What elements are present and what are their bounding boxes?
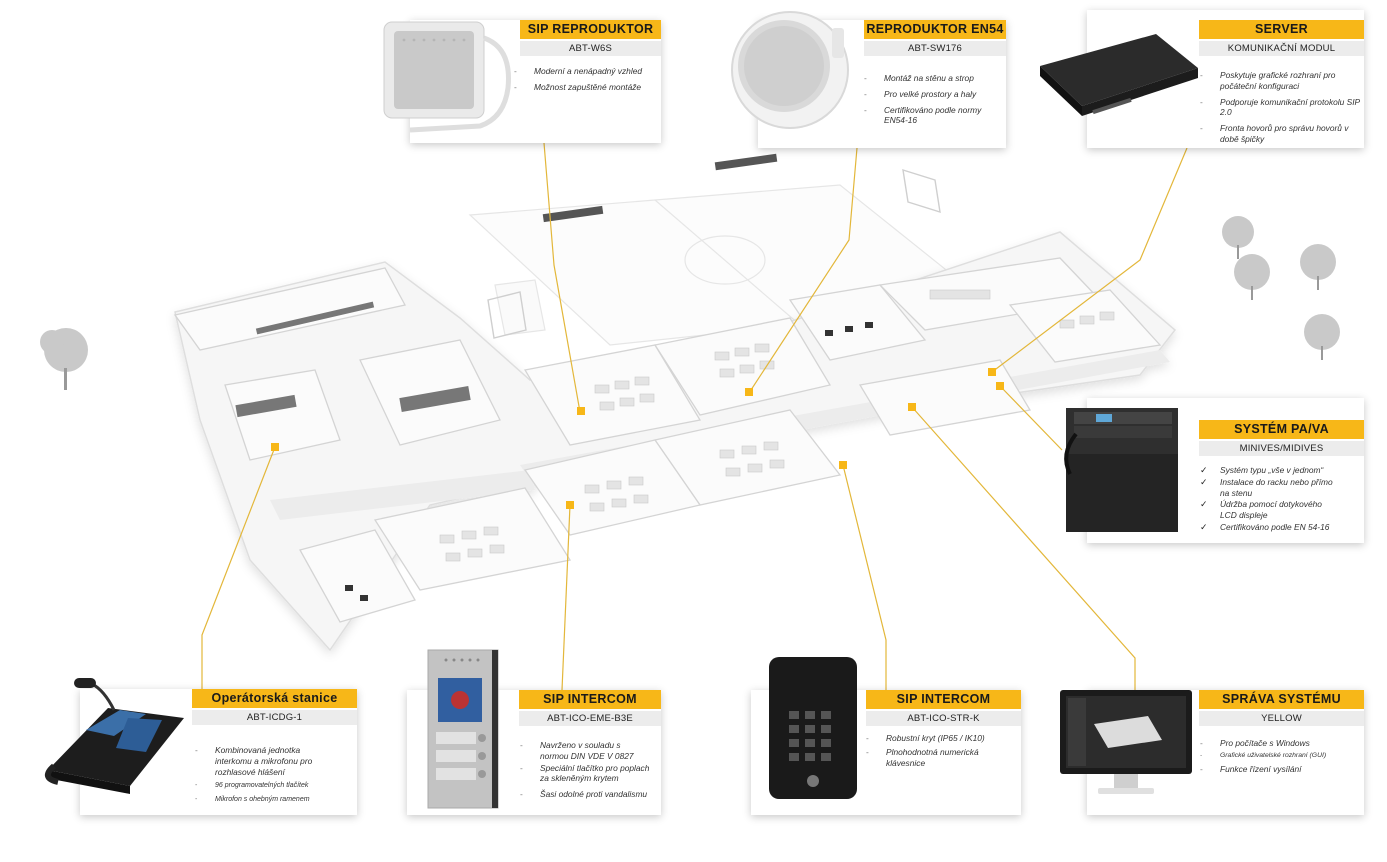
trees xyxy=(40,216,1340,390)
feature-list: Moderní a nenápadný vzhled Možnost zapuš… xyxy=(514,66,654,98)
feature: Podporuje komunikační protokolu SIP 2.0 xyxy=(1200,97,1360,119)
card-title: SIP REPRODUKTOR xyxy=(520,20,661,39)
feature: Kombinovaná jednotka interkomu a mikrofo… xyxy=(195,745,325,777)
pa-rack-icon xyxy=(1064,408,1178,532)
card-model: ABT-SW176 xyxy=(864,41,1006,56)
classroom-desks xyxy=(439,289,1115,562)
feature: Certifikováno podle normy EN54-16 xyxy=(864,105,1004,127)
feature: Šasi odolné proti vandalismu xyxy=(520,789,650,800)
card-model: ABT-ICO-EME-B3E xyxy=(519,711,661,726)
feature: Grafické uživatelské rozhraní (GUI) xyxy=(1200,752,1360,761)
feature: Robustní kryt (IP65 / IK10) xyxy=(866,733,1016,744)
feature: Funkce řízení vysílání xyxy=(1200,764,1360,775)
intercom-panel-icon xyxy=(427,649,499,809)
connector-markers xyxy=(271,368,1004,509)
card-title: SIP INTERCOM xyxy=(866,690,1021,709)
feature: Údržba pomocí dotykového LCD displeje xyxy=(1200,499,1340,521)
card-title: REPRODUKTOR EN54 xyxy=(864,20,1006,39)
card-model: KOMUNIKAČNÍ MODUL xyxy=(1199,41,1364,56)
rooms xyxy=(173,257,1162,623)
lockers xyxy=(235,301,471,418)
feature: Poskytuje grafické rozhraní pro počátečn… xyxy=(1200,70,1360,92)
feature: Možnost zapuštěné montáže xyxy=(514,82,654,93)
feature-list: Systém typu „vše v jednom“ Instalace do … xyxy=(1200,465,1340,538)
feature-list: Pro počítače s Windows Grafické uživatel… xyxy=(1200,738,1360,780)
feature: Plnohodnotná numerická klávesnice xyxy=(866,747,1016,769)
computer-desks xyxy=(345,322,873,601)
card-model: ABT-ICO-STR-K xyxy=(866,711,1021,726)
benches xyxy=(542,153,778,223)
card-model: ABT-ICDG-1 xyxy=(192,710,357,725)
connector-lines xyxy=(201,142,1188,696)
card-title: Operátorská stanice xyxy=(192,689,357,708)
feature: Instalace do racku nebo přímo na stenu xyxy=(1200,477,1340,499)
card-model: ABT-W6S xyxy=(520,41,661,56)
card-title: SIP INTERCOM xyxy=(519,690,661,709)
feature: Certifikováno podle EN 54-16 xyxy=(1200,522,1340,533)
feature: 96 programovatelných tlačítek xyxy=(195,782,325,791)
card-title: SYSTÉM PA/VA xyxy=(1199,420,1364,439)
card-server: SERVER KOMUNIKAČNÍ MODUL Poskytuje grafi… xyxy=(1087,10,1364,148)
operator-console-icon xyxy=(45,678,184,794)
feature: Mikrofon s ohebným ramenem xyxy=(195,796,325,805)
goal-right xyxy=(902,168,941,214)
feature: Navrženo v souladu s normou DIN VDE V 08… xyxy=(520,740,650,762)
card-title: SERVER xyxy=(1199,20,1364,39)
feature: Speciální tlačítko pro poplach za skleně… xyxy=(520,763,650,785)
goal-left xyxy=(487,291,527,339)
card-model: YELLOW xyxy=(1199,711,1364,726)
monitor-icon xyxy=(1060,690,1192,794)
keypad-intercom-icon xyxy=(769,657,857,799)
feature-list: Navrženo v souladu s normou DIN VDE V 08… xyxy=(520,740,650,805)
card-title: SPRÁVA SYSTÉMU xyxy=(1199,690,1364,709)
feature: Pro počítače s Windows xyxy=(1200,738,1360,749)
feature: Systém typu „vše v jednom“ xyxy=(1200,465,1340,476)
card-model: MINIVES/MIDIVES xyxy=(1199,441,1364,456)
feature-list: Poskytuje grafické rozhraní pro počátečn… xyxy=(1200,70,1360,150)
feature: Montáž na stěnu a strop xyxy=(864,73,1004,84)
feature-list: Montáž na stěnu a strop Pro velké prosto… xyxy=(864,73,1004,131)
rack-server-icon xyxy=(1040,34,1198,116)
feature-list: Kombinovaná jednotka interkomu a mikrofo… xyxy=(195,745,325,810)
ceiling-speaker-icon xyxy=(731,11,849,129)
feature: Fronta hovorů pro správu hovorů v době š… xyxy=(1200,123,1360,145)
wall-speaker-icon xyxy=(383,21,511,133)
feature-list: Robustní kryt (IP65 / IK10) Plnohodnotná… xyxy=(866,733,1016,773)
feature: Pro velké prostory a haly xyxy=(864,89,1004,100)
feature: Moderní a nenápadný vzhled xyxy=(514,66,654,77)
